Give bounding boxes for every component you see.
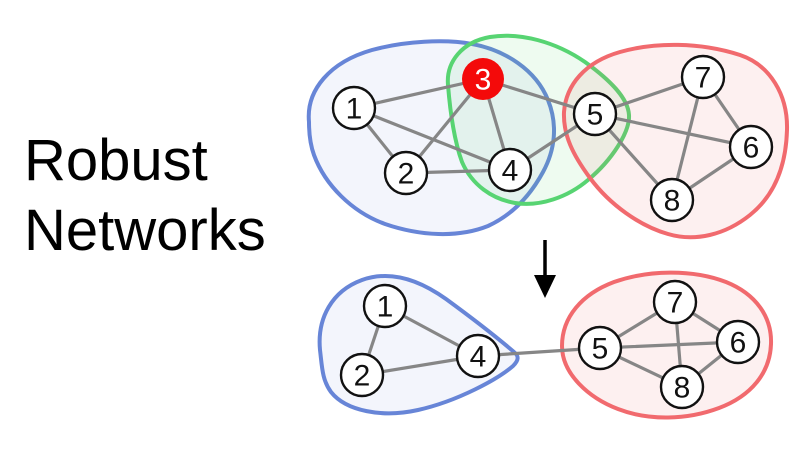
bottom-nodes: 1 2 4 5 6 7 8 <box>339 279 761 410</box>
node-label-1: 1 <box>377 291 394 324</box>
top-network: 1 2 3 4 5 6 7 8 <box>306 33 790 240</box>
node-label-6: 6 <box>743 132 760 165</box>
down-arrow-head <box>534 275 556 298</box>
node-8 <box>659 364 705 410</box>
node-6 <box>715 319 761 365</box>
node-label-7: 7 <box>695 62 712 95</box>
node-7 <box>652 279 698 325</box>
node-label-5: 5 <box>587 99 604 132</box>
node-label-2: 2 <box>354 360 371 393</box>
node-label-4: 4 <box>502 155 519 188</box>
node-1 <box>362 283 408 329</box>
transform-arrow <box>534 240 556 298</box>
node-5 <box>577 325 623 371</box>
node-label-8: 8 <box>664 185 681 218</box>
node-1 <box>331 85 377 131</box>
node-2 <box>383 150 429 196</box>
community-blob-red-top <box>561 42 790 240</box>
node-label-4: 4 <box>470 341 487 374</box>
node-4 <box>487 147 533 193</box>
node-6 <box>728 124 774 170</box>
node-label-2: 2 <box>398 158 415 191</box>
node-label-8: 8 <box>674 372 691 405</box>
title-line-1: Robust <box>24 128 208 193</box>
node-label-7: 7 <box>667 287 684 320</box>
node-label-1: 1 <box>346 93 363 126</box>
node-2 <box>339 352 385 398</box>
node-4 <box>455 333 501 379</box>
node-label-6: 6 <box>730 327 747 360</box>
title-line-2: Networks <box>24 198 266 263</box>
node-label-3: 3 <box>475 64 492 97</box>
edge-5-6 <box>593 112 753 149</box>
node-3-highlighted <box>462 58 504 100</box>
edge-5-6 <box>598 340 740 350</box>
page-title: Robust Networks <box>24 126 266 266</box>
node-8 <box>649 177 695 223</box>
top-nodes: 1 2 3 4 5 6 7 8 <box>331 54 774 223</box>
node-7 <box>680 54 726 100</box>
bottom-network: 1 2 4 5 6 7 8 <box>317 270 774 420</box>
node-5 <box>572 91 618 137</box>
node-label-5: 5 <box>592 333 609 366</box>
